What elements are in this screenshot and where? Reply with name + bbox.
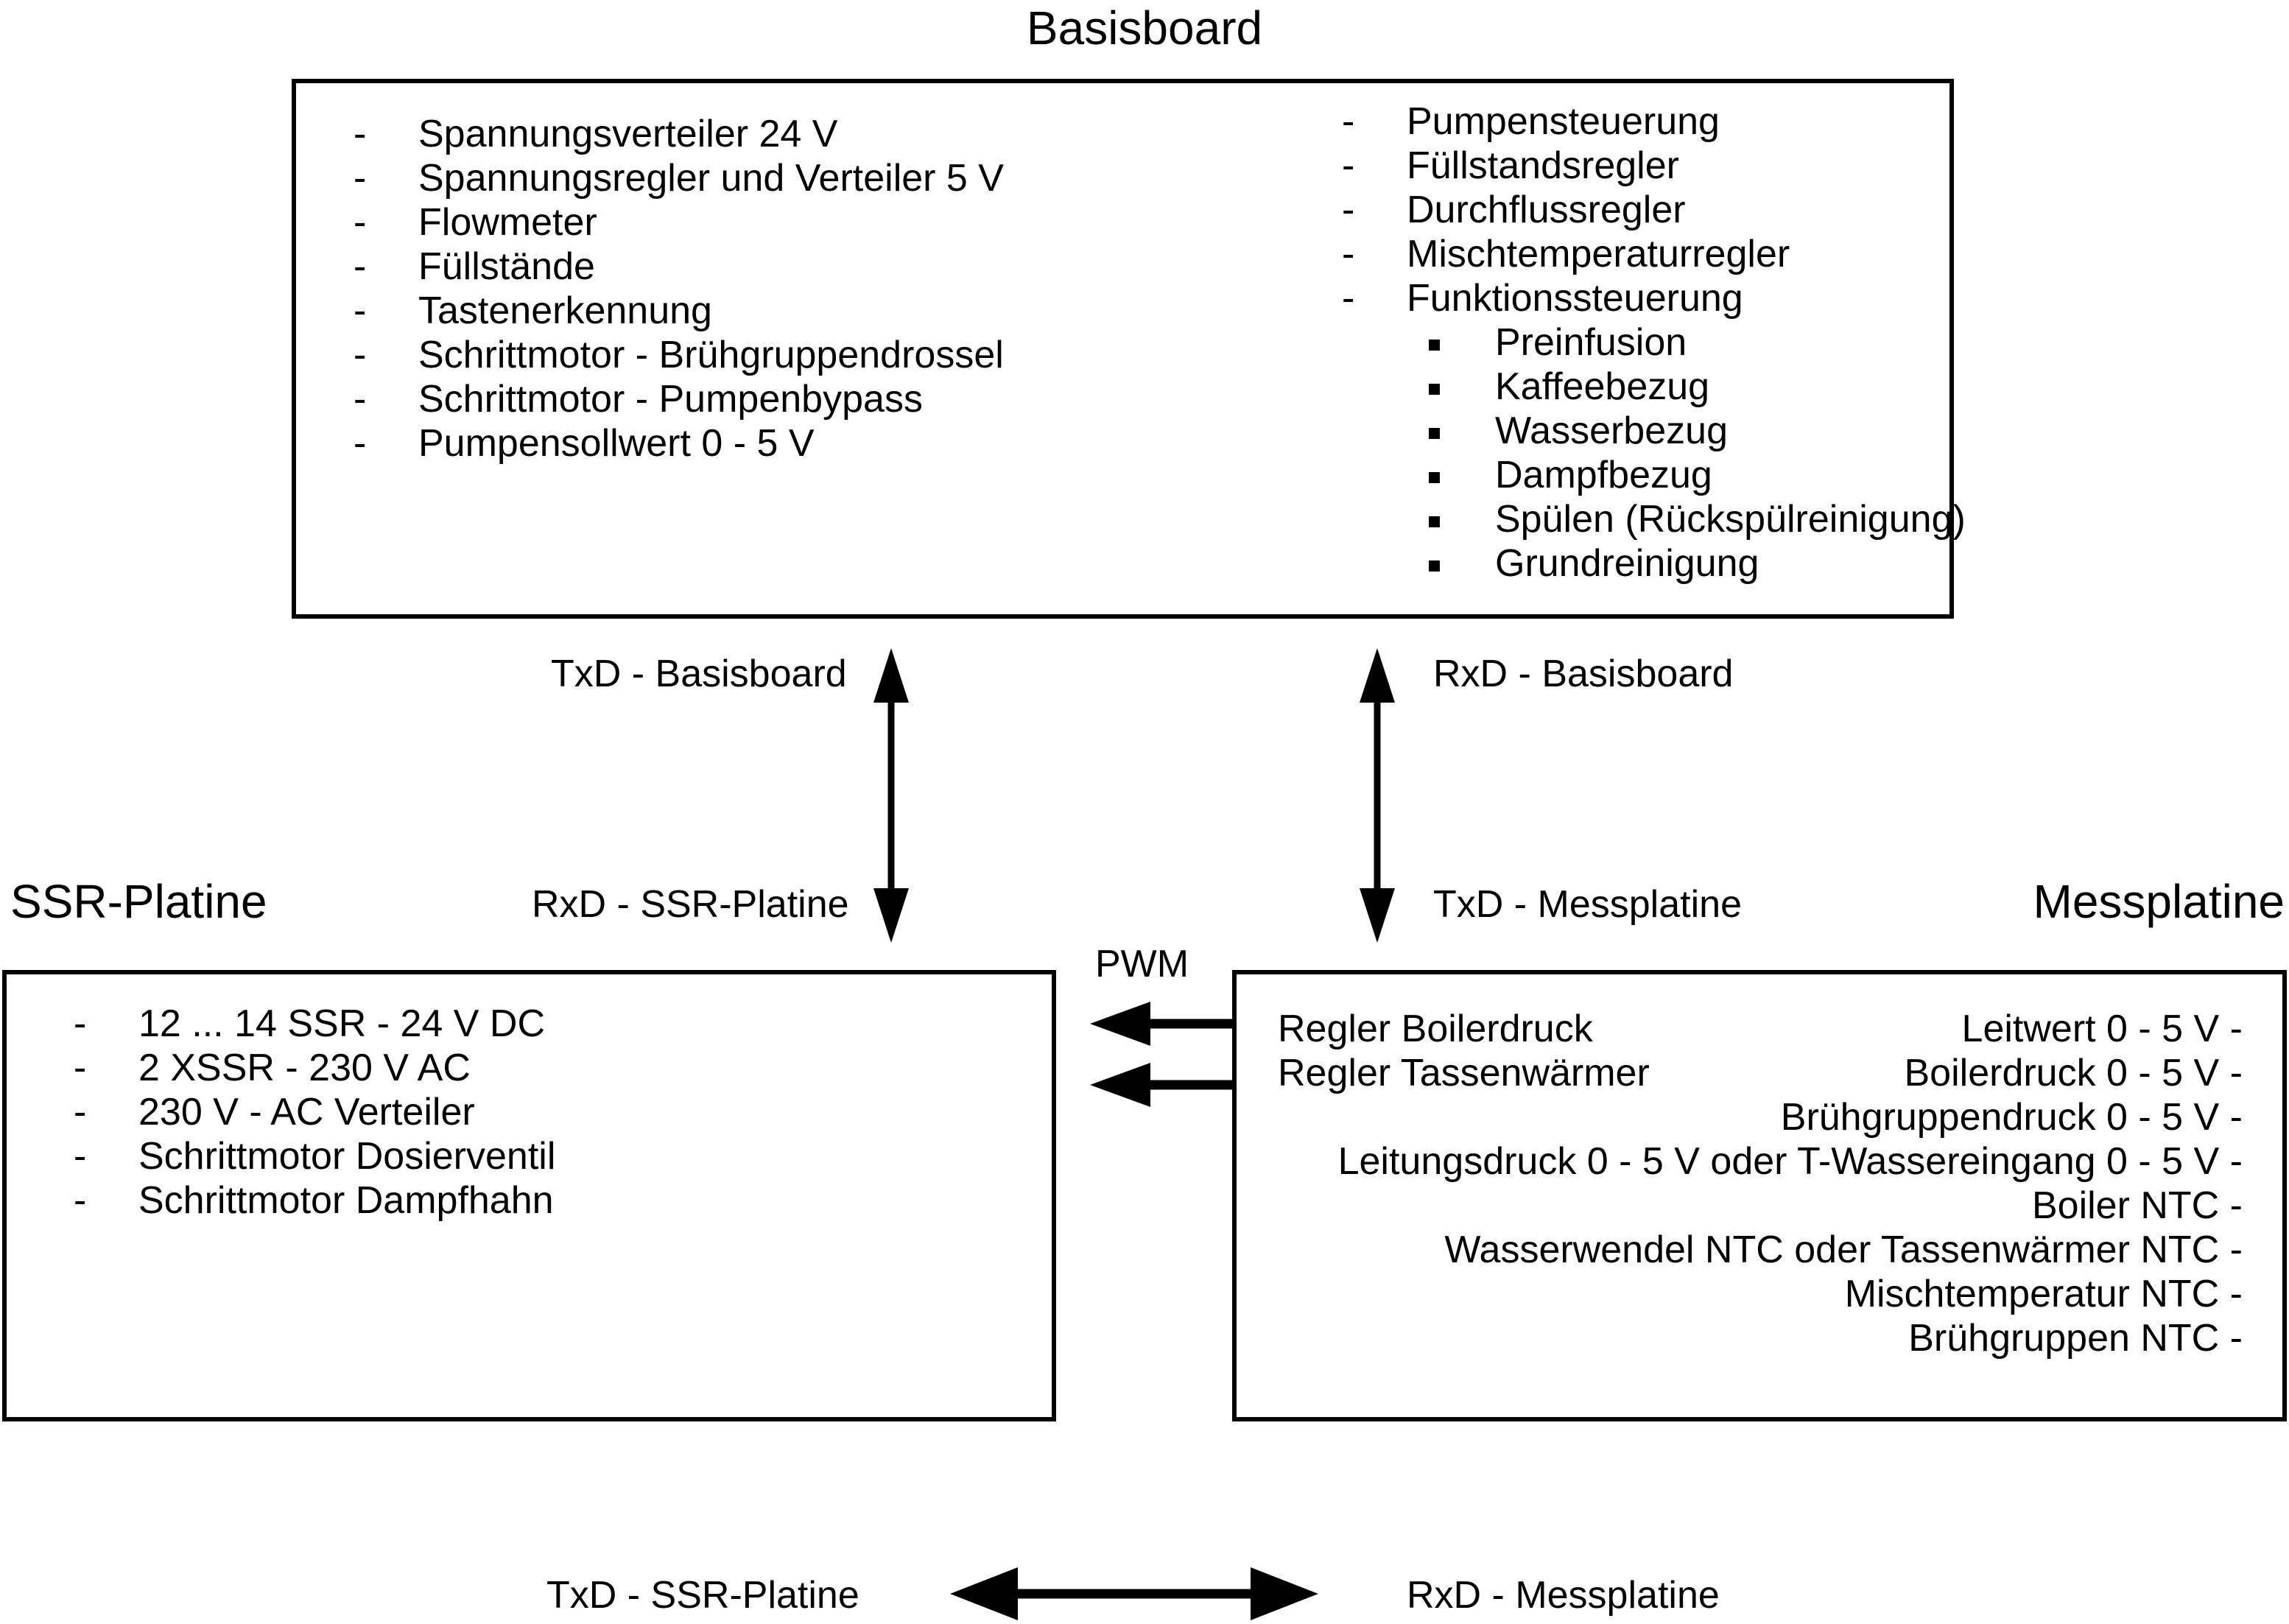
square-bullet-icon [1429, 384, 1440, 395]
connection-label-txd-basisboard: TxD - Basisboard [551, 653, 847, 695]
dash-bullet-icon: - [74, 1002, 87, 1045]
list-item: -Schrittmotor - Pumpenbypass [354, 378, 923, 421]
list-item: -Tastenerkennung [354, 289, 712, 332]
pwm-left-arrow-icon-1 [1090, 1002, 1237, 1046]
connection-label-txd-messplatine: TxD - Messplatine [1433, 883, 1742, 926]
connection-label-txd-ssr-platine: TxD - SSR-Platine [546, 1574, 859, 1617]
square-bullet-icon [1429, 516, 1440, 527]
messplatine-box [1232, 970, 2287, 1421]
square-bullet-icon [1429, 560, 1440, 572]
messplatine-left-list: Regler Boilerdruck Regler Tassenwärmer [1278, 1007, 1650, 1095]
square-bullet-icon [1429, 472, 1440, 483]
list-item: Boilerdruck 0 - 5 V - [1904, 1052, 2243, 1094]
list-subitem: Grundreinigung [1342, 541, 1966, 586]
list-item: -Füllstände [354, 245, 595, 288]
list-item: -Durchflussregler [1342, 189, 1686, 231]
square-bullet-icon [1429, 428, 1440, 439]
dash-bullet-icon: - [354, 201, 367, 244]
dash-bullet-icon: - [74, 1091, 87, 1133]
list-item: Regler Boilerdruck [1278, 1008, 1593, 1050]
list-item: Boiler NTC - [2031, 1184, 2243, 1227]
list-item: Mischtemperatur NTC - [1844, 1273, 2243, 1315]
connection-label-pwm: PWM [1095, 943, 1189, 985]
connection-label-rxd-messplatine: RxD - Messplatine [1407, 1574, 1720, 1617]
list-item: -Füllstandsregler [1342, 144, 1679, 187]
list-item: -Spannungsverteiler 24 V [354, 113, 838, 155]
dash-bullet-icon: - [1342, 277, 1355, 320]
ssr-platine-list: -12 ... 14 SSR - 24 V DC -2 XSSR - 230 V… [74, 1002, 555, 1223]
bottom-horizontal-double-arrow-icon [950, 1567, 1318, 1620]
list-subitem: Dampfbezug [1342, 453, 1966, 497]
left-vertical-double-arrow-icon [873, 648, 909, 943]
connection-label-rxd-ssr-platine: RxD - SSR-Platine [532, 883, 849, 926]
dash-bullet-icon: - [1342, 189, 1355, 231]
list-item: -Flowmeter [354, 201, 597, 244]
dash-bullet-icon: - [74, 1135, 87, 1178]
basisboard-box [292, 79, 1954, 619]
list-item: -12 ... 14 SSR - 24 V DC [74, 1002, 546, 1045]
square-bullet-icon [1429, 340, 1440, 351]
basisboard-title: Basisboard [1026, 1, 1263, 55]
dash-bullet-icon: - [354, 334, 367, 376]
list-subitem: Spülen (Rückspülreinigung) [1342, 497, 1966, 541]
ssr-platine-box [2, 970, 1056, 1421]
list-item: Leitungsdruck 0 - 5 V oder T-Wassereinga… [1337, 1140, 2243, 1183]
list-subitem: Kaffeebezug [1342, 365, 1966, 409]
basisboard-right-list: -Pumpensteuerung -Füllstandsregler -Durc… [1342, 99, 1966, 586]
list-item: -Funktionssteuerung [1342, 277, 1743, 320]
list-item: -Pumpensteuerung [1342, 100, 1720, 143]
dash-bullet-icon: - [354, 113, 367, 155]
list-item: -230 V - AC Verteiler [74, 1091, 475, 1133]
list-item: -Schrittmotor - Brühgruppendrossel [354, 334, 1004, 376]
list-item: -Schrittmotor Dampfhahn [74, 1179, 554, 1222]
connection-label-rxd-basisboard: RxD - Basisboard [1433, 653, 1734, 695]
dash-bullet-icon: - [74, 1179, 87, 1222]
list-item: Brühgruppen NTC - [1908, 1317, 2243, 1360]
list-item: Wasserwendel NTC oder Tassenwärmer NTC - [1444, 1228, 2243, 1271]
messplatine-right-list: Leitwert 0 - 5 V - Boilerdruck 0 - 5 V -… [1256, 1007, 2243, 1360]
list-item: Leitwert 0 - 5 V - [1961, 1008, 2243, 1050]
list-item: -Pumpensollwert 0 - 5 V [354, 422, 815, 465]
dash-bullet-icon: - [1342, 144, 1355, 187]
list-item: -Spannungsregler und Verteiler 5 V [354, 157, 1004, 200]
dash-bullet-icon: - [1342, 100, 1355, 143]
list-subitem: Preinfusion [1342, 320, 1966, 365]
list-item: -2 XSSR - 230 V AC [74, 1047, 471, 1089]
dash-bullet-icon: - [354, 157, 367, 200]
dash-bullet-icon: - [354, 245, 367, 288]
list-item: Brühgruppendruck 0 - 5 V - [1780, 1096, 2243, 1139]
list-item: Regler Tassenwärmer [1278, 1052, 1650, 1094]
dash-bullet-icon: - [1342, 233, 1355, 275]
list-item: -Mischtemperaturregler [1342, 233, 1790, 275]
dash-bullet-icon: - [354, 378, 367, 421]
dash-bullet-icon: - [354, 289, 367, 332]
ssr-platine-title: SSR-Platine [10, 875, 267, 928]
dash-bullet-icon: - [354, 422, 367, 465]
basisboard-left-list: -Spannungsverteiler 24 V -Spannungsregle… [354, 112, 1004, 465]
pwm-left-arrow-icon-2 [1090, 1063, 1237, 1107]
messplatine-title: Messplatine [2033, 875, 2285, 928]
list-item: -Schrittmotor Dosierventil [74, 1135, 556, 1178]
list-subitem: Wasserbezug [1342, 409, 1966, 453]
right-vertical-double-arrow-icon [1360, 648, 1395, 943]
dash-bullet-icon: - [74, 1047, 87, 1089]
